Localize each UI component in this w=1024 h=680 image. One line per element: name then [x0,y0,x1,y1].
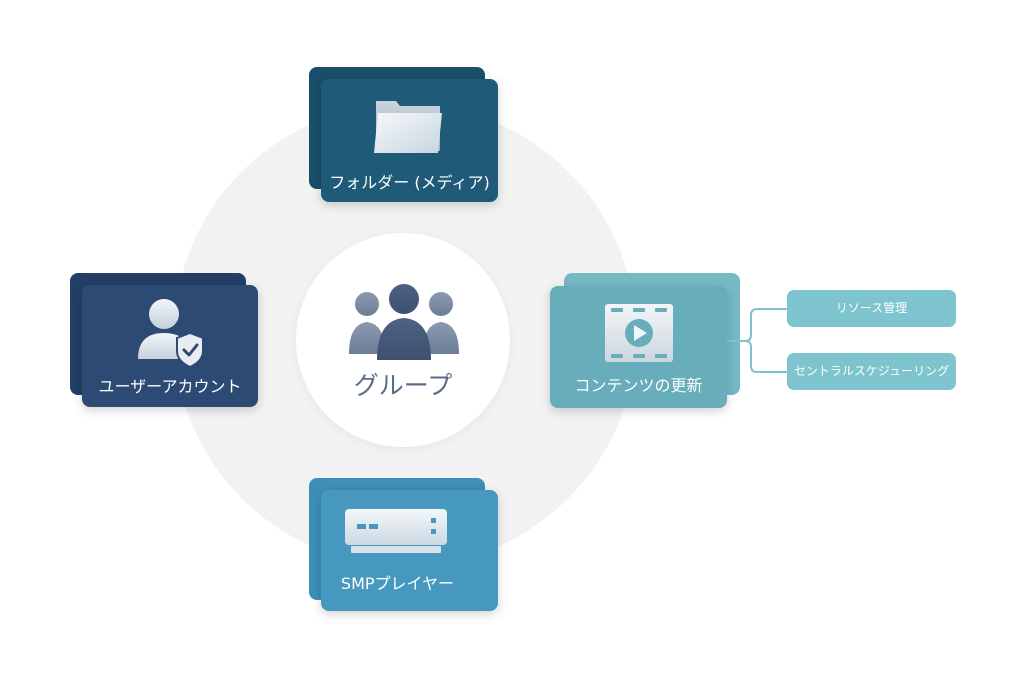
folder-icon [374,101,442,153]
user-shield-icon [138,299,204,369]
media-player-device-icon [345,509,447,553]
center-group-label: グループ [353,371,453,400]
content-branch-connector [727,308,791,373]
central-scheduling-node[interactable]: セントラルスケジューリング [787,353,956,390]
folder-card-label: フォルダー (メディア) [329,173,490,192]
user-card-label: ユーザーアカウント [98,377,242,396]
smp-player-card[interactable]: SMPプレイヤー [321,490,498,611]
resource-management-node[interactable]: リソース管理 [787,290,956,327]
group-people-icon [349,284,459,360]
smp-card-label: SMPプレイヤー [340,574,455,593]
folder-media-card[interactable]: フォルダー (メディア) [321,79,498,202]
video-play-icon [605,304,673,362]
content-update-card[interactable]: コンテンツの更新 [550,286,727,408]
content-card-label: コンテンツの更新 [574,376,703,395]
user-account-card[interactable]: ユーザーアカウント [82,285,258,407]
